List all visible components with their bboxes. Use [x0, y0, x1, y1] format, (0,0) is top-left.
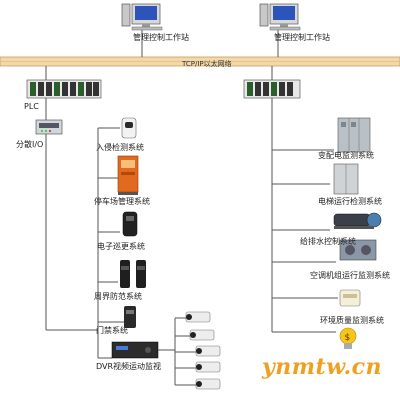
- camera-icon: [175, 345, 221, 357]
- power-monitor-label: 变配电监测系统: [318, 151, 374, 160]
- intrusion-detection-label: 入侵检测系统: [96, 143, 144, 152]
- hvac-monitor-label: 空调机组运行监测系统: [310, 271, 390, 280]
- environment-monitor-label: 环境质量监测系统: [320, 316, 384, 325]
- watermark: ynmtw.cn: [262, 354, 382, 380]
- network-label: TCP/IP以太网络: [182, 60, 232, 68]
- io-module-icon: [35, 119, 63, 135]
- camera-icon: [175, 361, 221, 373]
- light-bulb-icon: $: [339, 327, 357, 349]
- workstation-label: 管理控制工作站: [274, 33, 330, 42]
- water-control-label: 给排水控制系统: [300, 237, 356, 246]
- plc-rack-icon: [26, 79, 102, 99]
- motion-sensor-icon: [121, 117, 137, 139]
- workstation-label: 管理控制工作站: [133, 33, 189, 42]
- beam-detector-icon: [120, 260, 146, 288]
- camera-icon: [175, 329, 215, 341]
- water-pump-icon: [333, 212, 382, 229]
- switchgear-cabinet-icon: [337, 117, 371, 153]
- perimeter-defense-label: 周界防范系统: [94, 292, 142, 301]
- guard-patrol-label: 电子巡更系统: [97, 242, 145, 251]
- plc-label: PLC: [24, 102, 39, 111]
- camera-icon: [175, 311, 211, 323]
- hvac-unit-icon: [339, 239, 377, 261]
- parking-management-label: 停车场管理系统: [94, 197, 150, 206]
- access-reader-icon: [124, 306, 136, 328]
- svg-text:$: $: [345, 333, 351, 343]
- plc-rack-icon: [243, 79, 301, 99]
- computer-icon: [259, 3, 301, 31]
- computer-icon: [121, 3, 163, 31]
- elevator-icon: [333, 163, 359, 195]
- barrier-gate-icon: [117, 155, 139, 195]
- environment-sensor-icon: [339, 289, 361, 307]
- elevator-monitor-label: 电梯运行检测系统: [318, 197, 382, 206]
- dvr-video-label: DVR视频运动监视: [96, 362, 162, 371]
- dvr-icon: [111, 341, 159, 359]
- patrol-reader-icon: [122, 211, 138, 237]
- camera-icon: [175, 378, 221, 390]
- distributed-io-label: 分散I/O: [16, 140, 44, 149]
- access-control-label: 门禁系统: [96, 326, 128, 335]
